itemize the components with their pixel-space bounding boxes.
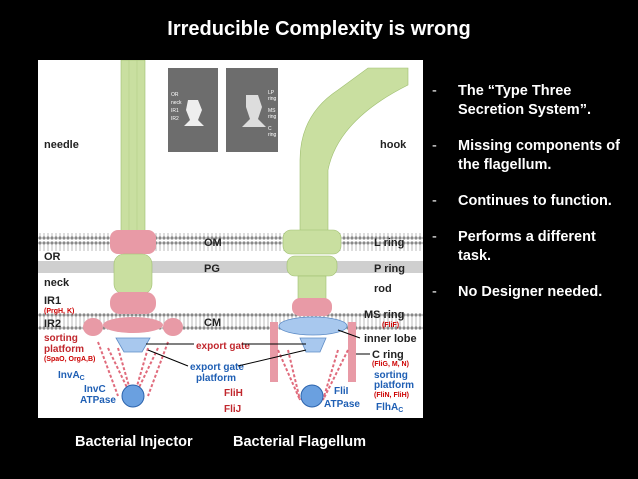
inset-left-label: neck <box>171 100 182 106</box>
label-or: OR <box>44 251 61 263</box>
label-export-gate-platform: platform <box>196 373 236 384</box>
label-inner-lobe: inner lobe <box>364 333 417 345</box>
diagram-svg: OR neck IR1 IR2 LP ring MS ring C ring <box>38 59 423 415</box>
needle-shaft <box>120 59 146 236</box>
hook <box>299 67 409 236</box>
outer-membrane <box>38 233 423 251</box>
label-flij: FliJ <box>224 404 241 415</box>
bullet-item: -No Designer needed. <box>432 284 603 300</box>
inset-left-label: OR <box>171 92 179 98</box>
label-flha: FlhAC <box>376 402 403 414</box>
label-om: OM <box>204 237 222 249</box>
pointer-lines <box>146 329 370 367</box>
label-pg: PG <box>204 263 220 275</box>
neck <box>113 253 153 295</box>
inset-right-label: MS <box>268 108 276 114</box>
label-ms-ring-sub: (FliF) <box>382 322 399 329</box>
label-flii: FliI <box>334 386 349 397</box>
c-ring-left <box>270 322 278 382</box>
label-p-ring: P ring <box>374 263 405 275</box>
sorting-platform-left <box>83 318 103 336</box>
inner-ring-2 <box>103 317 163 333</box>
bullet-item: -Missing components of the flagellum. <box>432 138 620 173</box>
label-ms-ring: MS ring <box>364 309 404 321</box>
label-atpase-left: ATPase <box>80 395 116 406</box>
label-platform-right: platform <box>374 380 414 391</box>
label-hook: hook <box>380 139 407 151</box>
atpase-left <box>121 384 145 408</box>
label-invc: InvC <box>84 384 106 395</box>
label-sorting-sub-right: (FliN, FliH) <box>374 392 409 399</box>
label-export-gate-platform: export gate <box>190 362 244 373</box>
label-sorting-right: sorting <box>374 370 408 381</box>
peptidoglycan-layer <box>38 261 423 273</box>
inset-left-label: IR1 <box>171 108 179 114</box>
label-atpase-right: ATPase <box>324 399 360 410</box>
slide-title: Irreducible Complexity is wrong <box>167 18 471 40</box>
label-ir1-sub: (PrgH, K) <box>44 308 74 315</box>
p-ring <box>286 255 338 277</box>
label-sorting-left: sorting <box>44 333 78 344</box>
caption-bacterial-injector: Bacterial Injector <box>75 434 193 450</box>
ms-ring-top <box>292 298 332 316</box>
label-export-gate: export gate <box>196 341 250 352</box>
atpase-right <box>300 384 324 408</box>
label-platform-left: platform <box>44 344 84 355</box>
secretion-system-diagram: OR neck IR1 IR2 LP ring MS ring C ring <box>38 59 423 418</box>
inset-right-label: LP <box>268 90 275 96</box>
c-ring-right <box>348 322 356 382</box>
label-inva: InvAC <box>58 370 85 382</box>
bullet-list: -The “Type Three Secretion System”. -Mis… <box>432 82 632 319</box>
bullet-item: -Continues to function. <box>432 193 612 209</box>
label-sorting-sub-left: (SpaO, OrgA,B) <box>44 356 95 363</box>
inset-right-label: ring <box>268 132 277 138</box>
label-needle: needle <box>44 139 79 151</box>
bullet-item: -The “Type Three Secretion System”. <box>432 83 591 118</box>
export-gate-left <box>115 337 151 353</box>
caption-bacterial-flagellum: Bacterial Flagellum <box>233 434 366 450</box>
inset-right-label: C <box>268 126 272 132</box>
label-flih: FliH <box>224 388 243 399</box>
inset-left-label: IR2 <box>171 116 179 122</box>
label-neck: neck <box>44 277 70 289</box>
label-ir1: IR1 <box>44 295 61 307</box>
l-ring <box>282 229 342 255</box>
ms-ring <box>278 316 348 336</box>
label-rod: rod <box>374 283 392 295</box>
label-cm: CM <box>204 317 221 329</box>
inner-ring-1 <box>110 292 156 314</box>
label-c-ring: C ring <box>372 349 404 361</box>
bullet-item: -Performs a different task. <box>432 229 596 264</box>
export-gate-right <box>299 337 327 353</box>
outer-ring <box>110 230 156 254</box>
label-ir2: IR2 <box>44 318 61 330</box>
label-c-ring-sub: (FliG, M, N) <box>372 361 409 368</box>
label-l-ring: L ring <box>374 237 404 249</box>
sorting-platform-right <box>163 318 183 336</box>
inset-right-label: ring <box>268 96 277 102</box>
inset-right-label: ring <box>268 114 277 120</box>
